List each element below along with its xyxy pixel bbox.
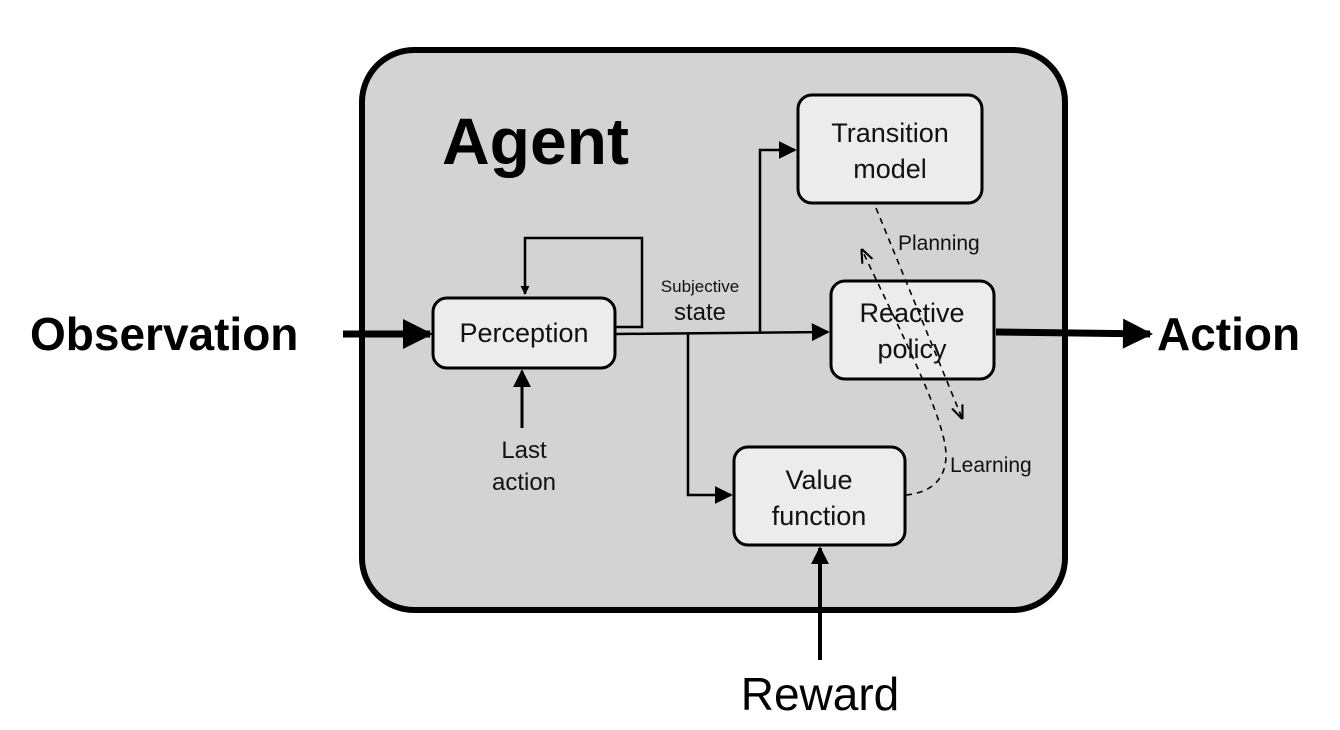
transition-label-line1: Transition bbox=[831, 118, 949, 148]
transition-label-line2: model bbox=[853, 154, 927, 184]
reactive-label-line2: policy bbox=[877, 334, 947, 364]
state-to-transition-arrow bbox=[758, 141, 797, 332]
planning-label: Planning bbox=[898, 232, 980, 255]
state-to-policy-arrow bbox=[615, 323, 830, 342]
planning-arrow bbox=[875, 207, 962, 418]
transition-model-module: Transition model bbox=[796, 93, 984, 205]
action-label: Action bbox=[1157, 308, 1300, 360]
state-to-value-arrow bbox=[686, 334, 733, 504]
value-label-line2: function bbox=[772, 501, 867, 531]
learning-label: Learning bbox=[950, 454, 1032, 477]
perception-label: Perception bbox=[459, 318, 588, 348]
agent-title: Agent bbox=[442, 104, 629, 178]
action-arrow bbox=[995, 318, 1153, 349]
last-action-label-line2: action bbox=[492, 469, 556, 496]
state-label: state bbox=[674, 299, 726, 326]
perception-module: Perception bbox=[431, 296, 617, 370]
reactive-label-line1: Reactive bbox=[859, 298, 964, 328]
value-function-module: Value function bbox=[732, 445, 907, 547]
observation-label: Observation bbox=[30, 308, 298, 360]
last-action-label-line1: Last bbox=[501, 437, 547, 464]
reactive-policy-module: Reactive policy bbox=[829, 279, 996, 381]
perception-feedback-loop bbox=[520, 236, 644, 329]
learning-arrow bbox=[862, 250, 947, 496]
reward-label: Reward bbox=[741, 668, 900, 720]
value-label-line1: Value bbox=[785, 465, 852, 495]
subjective-label: Subjective bbox=[661, 277, 739, 296]
